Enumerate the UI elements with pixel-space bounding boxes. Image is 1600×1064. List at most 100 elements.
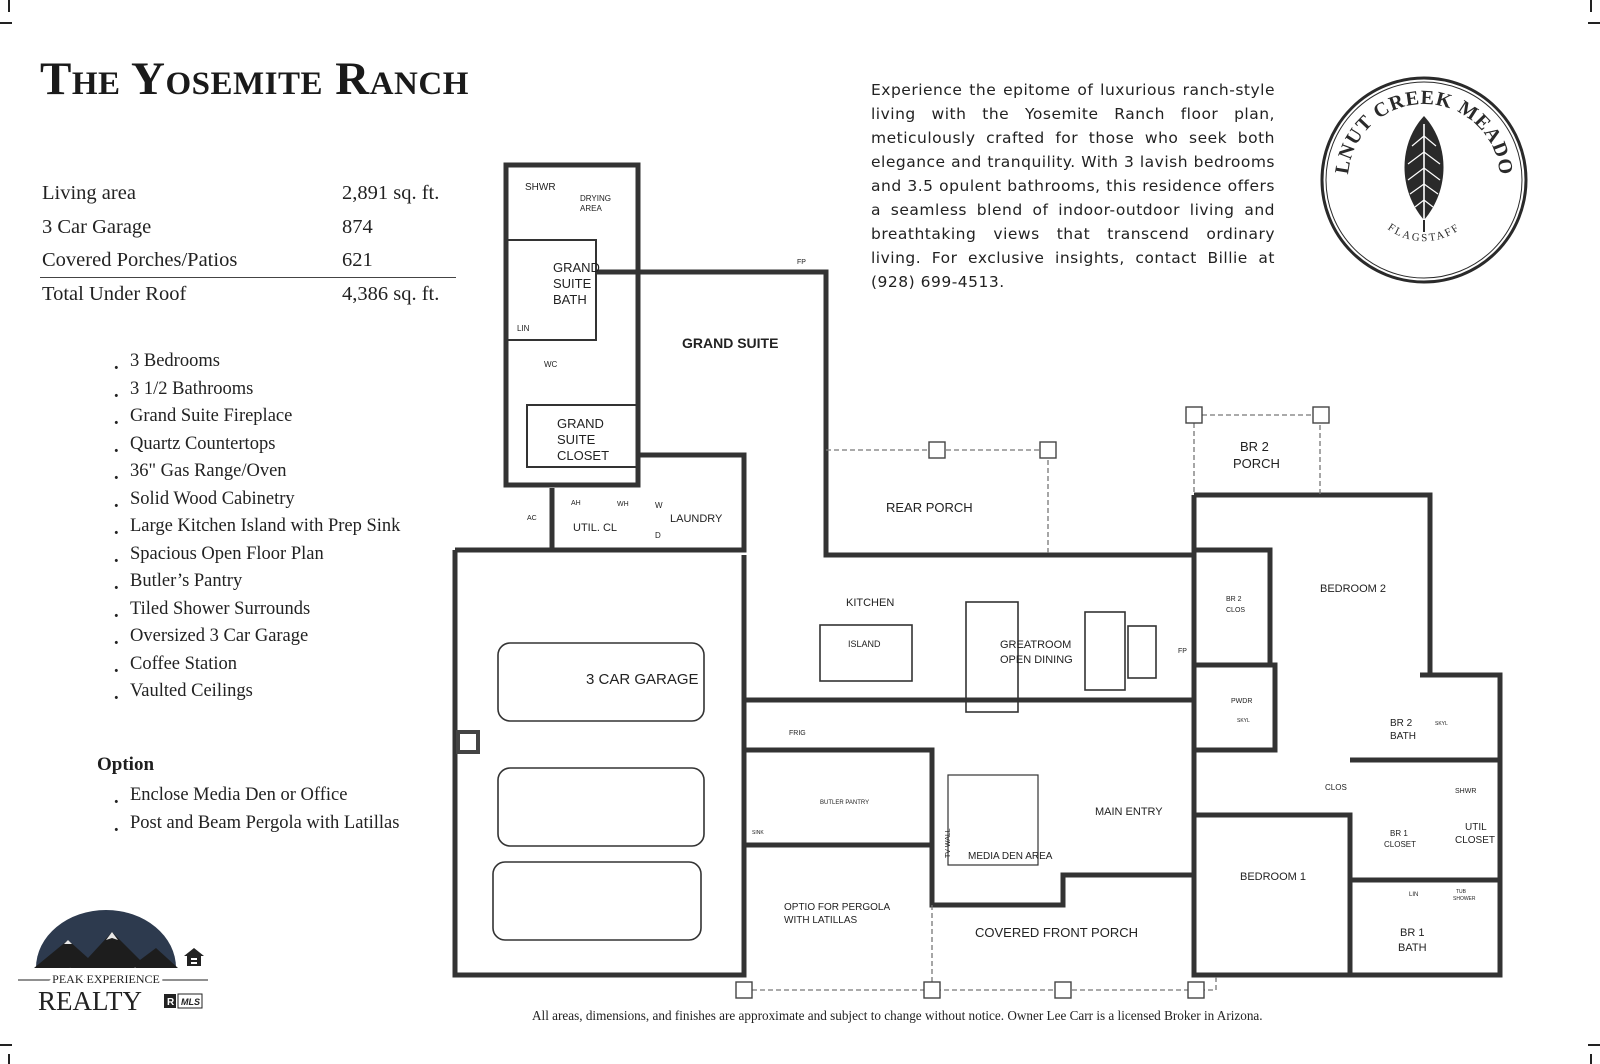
- feature-item: 3 Bedrooms: [112, 348, 412, 378]
- stat-value: 874: [342, 215, 373, 238]
- room-label-br1-bath-1: BR 1: [1400, 927, 1424, 939]
- room-label-gsbath-3: BATH: [553, 292, 587, 307]
- option-list: Enclose Media Den or Office Post and Bea…: [112, 782, 412, 840]
- feature-item: Tiled Shower Surrounds: [112, 596, 412, 625]
- room-label-gscloset-2: SUITE: [557, 432, 596, 447]
- room-label-tub-2: SHOWER: [1453, 896, 1476, 902]
- crop-mark-mid-right: [1588, 22, 1600, 24]
- room-label-br2-porch-1: BR 2: [1240, 439, 1269, 454]
- room-label-br2-porch-2: PORCH: [1233, 456, 1280, 471]
- room-label-gscloset-1: GRAND: [557, 416, 604, 431]
- realtor-icon: R: [164, 994, 176, 1008]
- room-label-gsbath-1: GRAND: [553, 260, 600, 275]
- stat-row-garage: 3 Car Garage 874: [40, 214, 456, 248]
- room-label-greatroom-1: GREATROOM: [1000, 639, 1071, 651]
- room-label-frig: FRIG: [789, 730, 806, 737]
- room-label-br1-bath-2: BATH: [1398, 942, 1427, 954]
- disclaimer-text: All areas, dimensions, and finishes are …: [532, 1008, 1263, 1023]
- description-paragraph: Experience the epitome of luxurious ranc…: [871, 81, 1275, 291]
- feature-item: Quartz Countertops: [112, 431, 412, 460]
- room-label-rear-porch: REAR PORCH: [886, 500, 973, 515]
- floor-plan-walls: [452, 162, 1503, 978]
- room-label-skyl-br2: SKYL: [1435, 721, 1448, 727]
- crop-mark-bottom-left: [8, 1054, 10, 1064]
- stat-label: 3 Car Garage: [42, 215, 152, 238]
- stat-value: 4,386 sq. ft.: [342, 282, 440, 305]
- stat-label: Living area: [42, 182, 136, 204]
- stats-divider: [40, 276, 456, 278]
- porch-outlines: [744, 414, 1321, 991]
- room-label-shwr-br2: SHWR: [1455, 788, 1476, 795]
- room-label-drying-2: AREA: [580, 204, 602, 213]
- room-label-bedroom2: BEDROOM 2: [1320, 583, 1386, 595]
- room-label-main-entry: MAIN ENTRY: [1095, 806, 1163, 818]
- room-label-greatroom-2: OPEN DINING: [1000, 654, 1073, 666]
- stat-label: Total Under Roof: [42, 282, 187, 305]
- stat-row-living-area: Living area 2,891 sq. ft.: [40, 180, 456, 214]
- room-label-pergola-2: WITH LATILLAS: [784, 915, 857, 926]
- room-label-br1-closet-1: BR 1: [1390, 829, 1408, 838]
- room-label-lin: LIN: [517, 324, 530, 333]
- room-label-gsbath-2: SUITE: [553, 276, 592, 291]
- room-label-tub-1: TUB: [1456, 889, 1467, 895]
- feature-item: Vaulted Ceilings: [112, 678, 412, 708]
- room-label-wc: WC: [544, 360, 558, 369]
- room-label-lin-br1: LIN: [1409, 892, 1418, 898]
- realty-line2-text: REALTY: [38, 986, 142, 1016]
- crop-mark-low-right: [1588, 1044, 1600, 1046]
- room-label-covered-front-porch: COVERED FRONT PORCH: [975, 925, 1138, 940]
- feature-item: Butler’s Pantry: [112, 568, 412, 598]
- room-label-ah: AH: [571, 500, 581, 507]
- option-item: Enclose Media Den or Office: [112, 782, 412, 812]
- crop-mark-top-right: [1590, 0, 1592, 12]
- mountain-icon: [34, 910, 178, 968]
- svg-text:R: R: [167, 997, 175, 1008]
- peak-experience-realty-logo: PEAK EXPERIENCE REALTY R MLS: [18, 910, 208, 1016]
- stat-row-total: Total Under Roof 4,386 sq. ft.: [40, 281, 456, 315]
- room-label-wh: WH: [617, 501, 629, 508]
- feature-item: Large Kitchen Island with Prep Sink: [112, 513, 412, 543]
- room-label-drying-1: DRYING: [580, 194, 611, 203]
- garage-cars: [492, 642, 705, 941]
- option-heading: Option: [97, 754, 155, 775]
- room-label-sink: SINK: [752, 830, 764, 836]
- room-label-gscloset-3: CLOSET: [557, 448, 609, 463]
- room-label-fp-suite: FP: [797, 259, 806, 266]
- room-label-tv-wall: TV WALL: [945, 828, 952, 858]
- equal-housing-icon: [184, 948, 204, 966]
- option-item: Post and Beam Pergola with Latillas: [112, 810, 412, 839]
- room-label-br2-clos-2: CLOS: [1226, 607, 1245, 614]
- room-label-br1-closet-2: CLOSET: [1384, 840, 1416, 849]
- area-stats-table: Living area 2,891 sq. ft. 3 Car Garage 8…: [40, 180, 456, 314]
- crop-mark-bottom-right: [1590, 1054, 1592, 1064]
- room-label-fp-great: FP: [1178, 648, 1187, 655]
- posts: [456, 406, 1330, 999]
- room-label-br2-clos-1: BR 2: [1226, 596, 1242, 603]
- room-label-grand-suite: GRAND SUITE: [682, 335, 778, 351]
- page-title: The Yosemite Ranch: [40, 53, 469, 105]
- room-label-bedroom1: BEDROOM 1: [1240, 871, 1306, 883]
- room-label-laundry: LAUNDRY: [670, 513, 723, 525]
- room-label-clos: CLOS: [1325, 783, 1347, 792]
- leaf-icon: [1404, 116, 1444, 232]
- feature-item: Oversized 3 Car Garage: [112, 623, 412, 653]
- mls-text: MLS: [181, 997, 200, 1007]
- mls-badge: [177, 993, 203, 1009]
- feature-item: 36" Gas Range/Oven: [112, 458, 412, 488]
- room-label-skyl-pwdr: SKYL: [1237, 718, 1250, 724]
- crop-mark-top-left: [8, 0, 10, 12]
- room-label-garage: 3 CAR GARAGE: [586, 671, 699, 688]
- feature-item: Coffee Station: [112, 651, 412, 680]
- walnut-creek-meadows-logo: WALNUT CREEK MEADOWS FLAGSTAFF: [1318, 74, 1528, 284]
- feature-item: 3 1/2 Bathrooms: [112, 376, 412, 405]
- feature-item: Grand Suite Fireplace: [112, 403, 412, 433]
- room-label-d: D: [655, 531, 661, 540]
- room-label-pergola-1: OPTIO FOR PERGOLA: [784, 902, 890, 913]
- room-label-util-closet-2: CLOSET: [1455, 835, 1495, 846]
- room-labels: SHWR DRYING AREA GRAND SUITE BATH LIN WC…: [517, 182, 1495, 954]
- room-label-shwr: SHWR: [525, 182, 556, 193]
- stat-label: Covered Porches/Patios: [42, 249, 238, 271]
- room-label-util-cl: UTIL. CL: [573, 522, 617, 534]
- room-label-util-closet-1: UTIL: [1465, 822, 1487, 833]
- kitchen-island: [819, 601, 1157, 866]
